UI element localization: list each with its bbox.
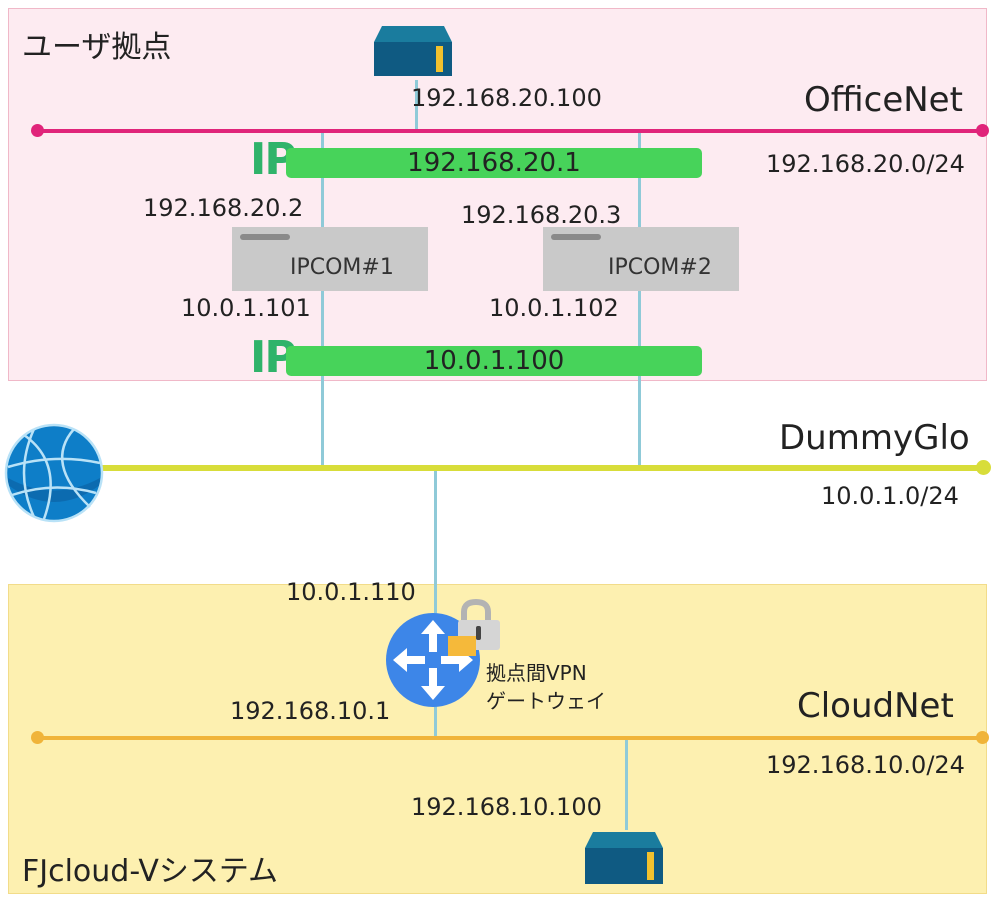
ipcom1-indicator bbox=[240, 234, 290, 240]
dummyglo-line bbox=[60, 465, 985, 471]
dummyglo-name: DummyGlo bbox=[779, 418, 970, 458]
cloudnet-endpoint-right bbox=[976, 731, 989, 744]
dummyglo-cidr: 10.0.1.0/24 bbox=[821, 482, 959, 510]
ipcom2-indicator bbox=[551, 234, 601, 240]
vpn-gateway-link bbox=[434, 468, 437, 738]
office-vip-bar: 192.168.20.1 bbox=[286, 148, 702, 178]
cloudnet-endpoint-left bbox=[31, 731, 44, 744]
officenet-endpoint-right bbox=[976, 124, 989, 137]
ipcom2-link bbox=[638, 132, 641, 468]
user-site-zone bbox=[8, 8, 987, 381]
ipcom1-dummy-ip: 10.0.1.101 bbox=[181, 294, 311, 322]
ipcom1-office-ip: 192.168.20.2 bbox=[143, 194, 304, 222]
vpn-gateway-cloud-ip: 192.168.10.1 bbox=[230, 697, 391, 725]
user-site-title: ユーザ拠点 bbox=[22, 30, 172, 65]
ipcom1-device: IPCOM#1 bbox=[232, 227, 428, 291]
officenet-line bbox=[37, 129, 983, 133]
lock-icon bbox=[446, 598, 502, 658]
cloud-server-link bbox=[625, 738, 628, 830]
ipcom2-device: IPCOM#2 bbox=[543, 227, 739, 291]
ipcom1-link bbox=[321, 132, 324, 468]
office-server-icon bbox=[372, 22, 454, 78]
cloud-server-icon bbox=[583, 828, 665, 886]
cloud-server-ip: 192.168.10.100 bbox=[411, 793, 602, 821]
ipcom2-office-ip: 192.168.20.3 bbox=[461, 201, 622, 229]
vpn-gateway-label-line2: ゲートウェイ bbox=[486, 689, 606, 713]
dummy-vip-bar: 10.0.1.100 bbox=[286, 346, 702, 376]
officenet-cidr: 192.168.20.0/24 bbox=[766, 150, 965, 178]
cloudnet-line bbox=[37, 736, 983, 740]
ipcom2-dummy-ip: 10.0.1.102 bbox=[489, 294, 619, 322]
officenet-endpoint-left bbox=[31, 124, 44, 137]
office-server-link bbox=[415, 80, 418, 132]
office-server-ip: 192.168.20.100 bbox=[411, 84, 602, 112]
ipcom1-name: IPCOM#1 bbox=[290, 255, 394, 280]
cloudnet-name: CloudNet bbox=[797, 686, 954, 726]
officenet-name: OfficeNet bbox=[804, 80, 963, 120]
cloudnet-cidr: 192.168.10.0/24 bbox=[766, 751, 965, 779]
cloud-system-title: FJcloud-Vシステム bbox=[22, 854, 279, 889]
dummyglo-endpoint-right bbox=[976, 460, 991, 475]
vpn-gateway-label-line1: 拠点間VPN bbox=[486, 661, 587, 685]
ipcom2-name: IPCOM#2 bbox=[608, 255, 712, 280]
vpn-gateway-dummy-ip: 10.0.1.110 bbox=[286, 578, 416, 606]
globe-icon bbox=[4, 423, 104, 523]
